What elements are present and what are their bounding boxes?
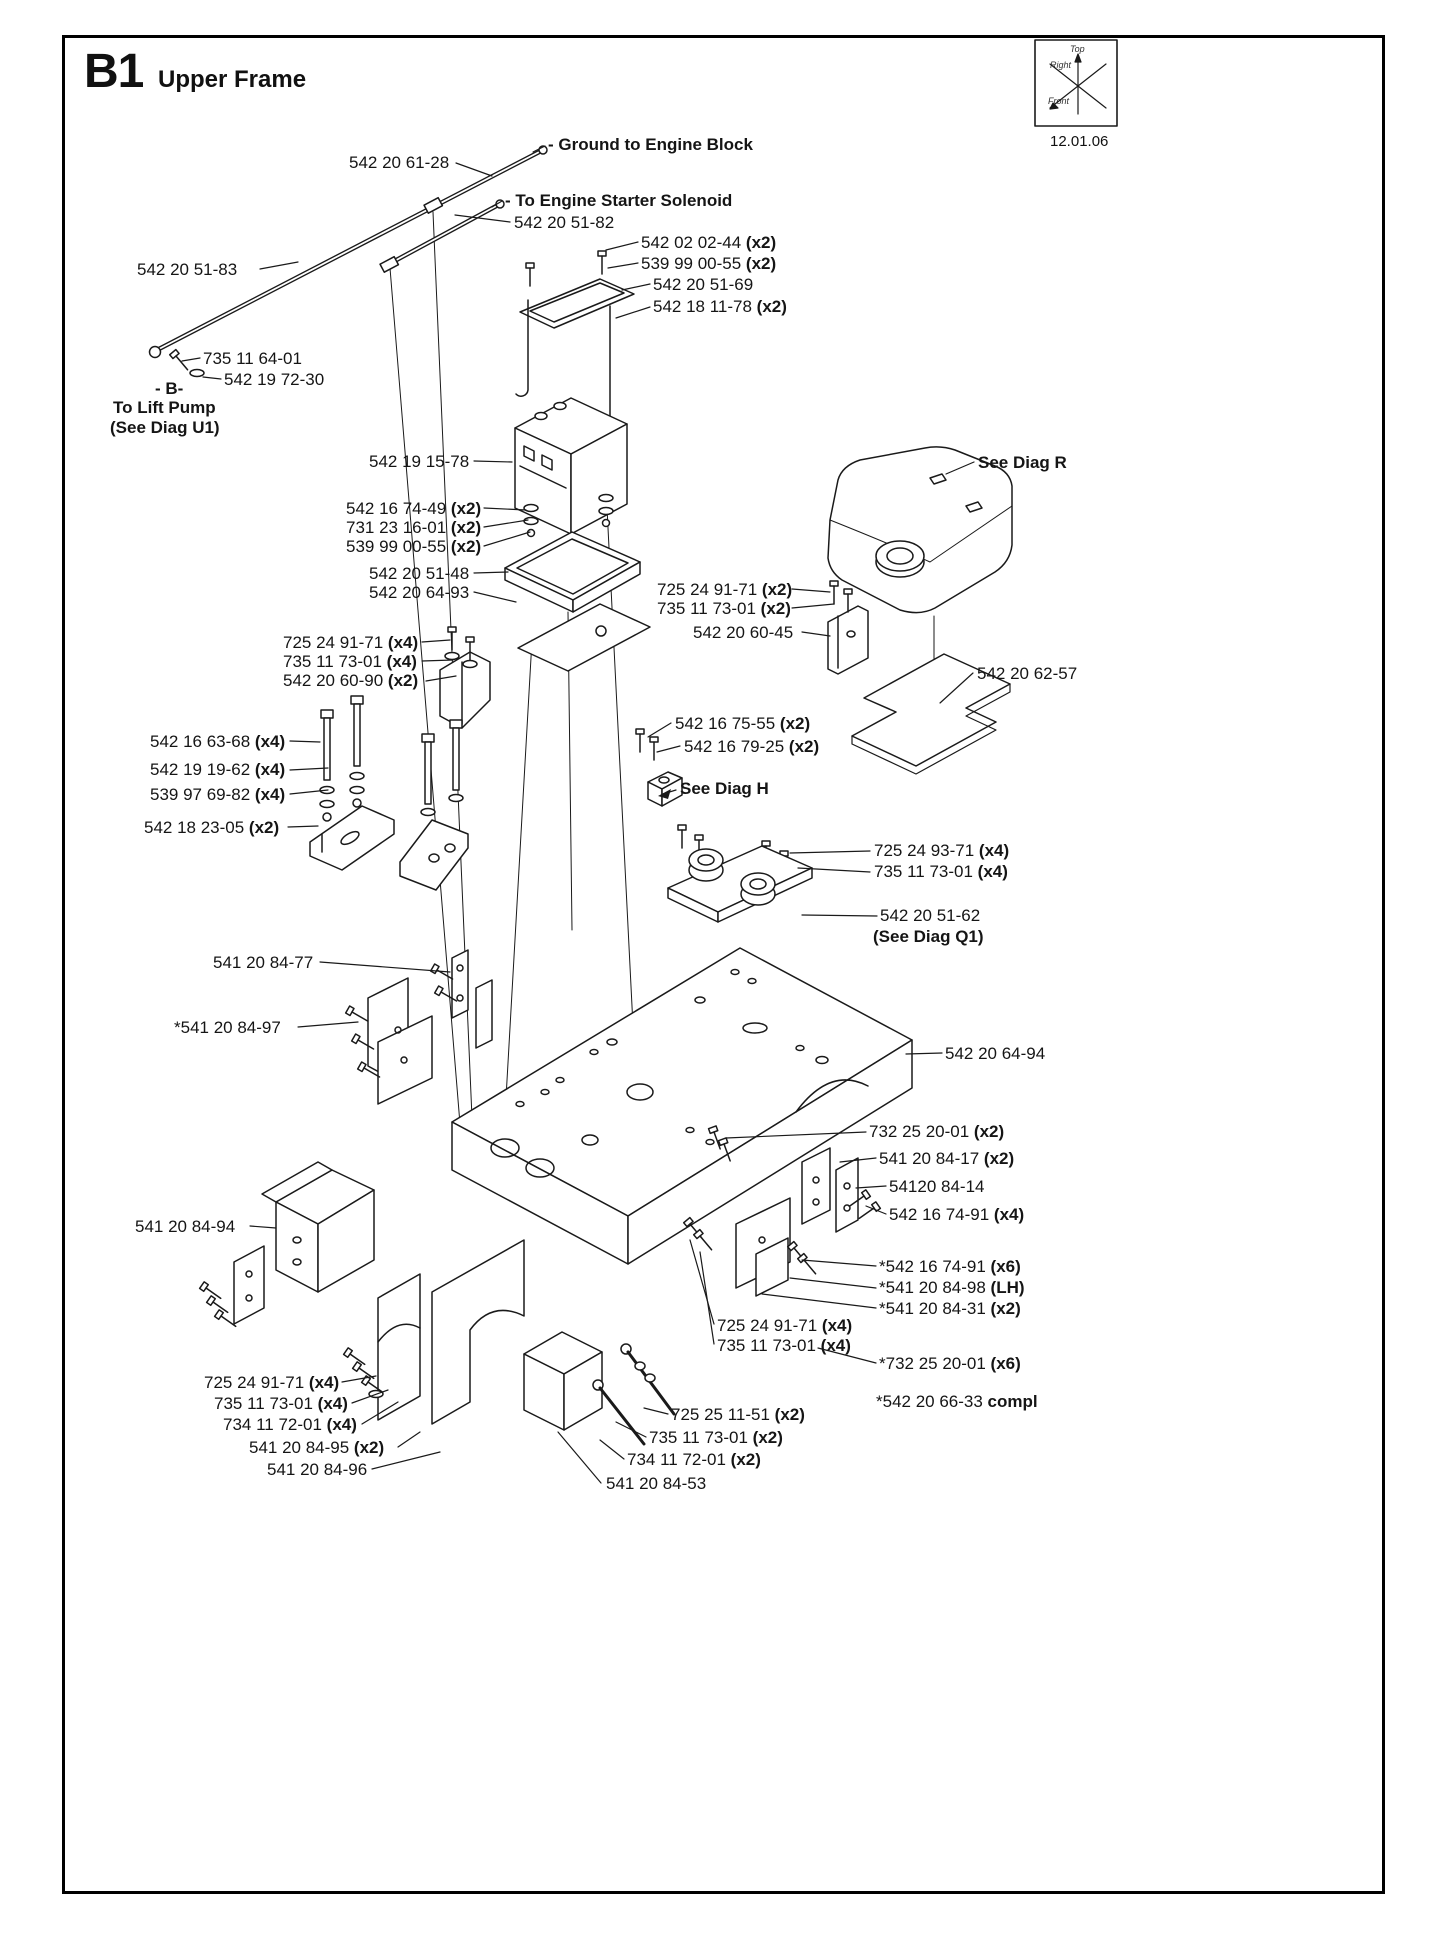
page-border xyxy=(62,35,1385,1894)
part-label: 735 11 73-01 (x4) xyxy=(874,862,1008,881)
bracket-97 xyxy=(344,977,433,1105)
part-label: - Ground to Engine Block xyxy=(548,135,753,154)
orientation-top-label: Top xyxy=(1070,44,1085,54)
orientation-right-label: Right xyxy=(1050,60,1072,70)
part-label: 542 16 75-55 (x2) xyxy=(675,714,811,733)
part-label: *542 16 74-91 (x6) xyxy=(879,1257,1021,1276)
part-label: 542 19 19-62 (x4) xyxy=(150,760,286,779)
battery-holddown-frame xyxy=(519,250,635,329)
part-label: 725 24 91-71 (x4) xyxy=(283,633,419,652)
part-label: *542 20 66-33 compl xyxy=(876,1392,1038,1411)
part-label: 541 20 84-96 xyxy=(267,1460,368,1479)
part-label: 735 11 73-01 (x4) xyxy=(214,1394,348,1413)
part-label: 542 20 62-57 xyxy=(977,664,1078,683)
part-label: 542 20 61-28 xyxy=(349,153,450,172)
floor-plate xyxy=(851,653,1011,775)
part-label: 542 16 79-25 (x2) xyxy=(684,737,820,756)
part-label: 735 11 64-01 xyxy=(203,349,302,368)
battery-tray xyxy=(504,531,641,613)
part-label: 735 11 73-01 (x2) xyxy=(657,599,791,618)
part-label: 542 20 64-94 xyxy=(945,1044,1046,1063)
orientation-icon xyxy=(1034,39,1118,127)
revision-date: 12.01.06 xyxy=(1050,133,1109,150)
page-title: Upper Frame xyxy=(158,66,307,93)
engine-mount xyxy=(667,824,813,923)
leader-lines xyxy=(181,145,975,1484)
main-frame xyxy=(451,947,913,1265)
part-label: 542 16 74-49 (x2) xyxy=(346,499,482,518)
part-label: (See Diag U1) xyxy=(110,418,220,437)
part-label: 542 20 51-48 xyxy=(369,564,470,583)
cable-fasteners xyxy=(168,348,205,378)
part-label: 541 20 84-53 xyxy=(606,1474,707,1493)
part-label: 725 25 11-51 (x2) xyxy=(671,1405,805,1424)
part-label: *541 20 84-31 (x2) xyxy=(879,1299,1021,1318)
part-label: - B- xyxy=(155,379,184,398)
part-label: 734 11 72-01 (x2) xyxy=(627,1450,761,1469)
part-label: 542 20 64-93 xyxy=(369,583,470,602)
fuel-tank xyxy=(827,446,1013,614)
part-label: 539 99 00-55 (x2) xyxy=(346,537,482,556)
part-label: 542 20 51-69 xyxy=(653,275,754,294)
frame-bolts xyxy=(319,695,464,822)
part-label: 735 11 73-01 (x4) xyxy=(717,1336,851,1355)
part-label: 542 18 11-78 (x2) xyxy=(653,297,787,316)
cable-clamp xyxy=(635,728,683,807)
part-label: 542 20 51-82 xyxy=(514,213,615,232)
part-label: 539 99 00-55 (x2) xyxy=(641,254,777,273)
part-label: To Lift Pump xyxy=(113,398,216,417)
support-bracket xyxy=(439,626,491,729)
mount-bolt-right xyxy=(592,1343,676,1446)
part-label: - To Engine Starter Solenoid xyxy=(505,191,733,210)
part-label: 731 23 16-01 (x2) xyxy=(346,518,482,537)
part-label: *732 25 20-01 (x6) xyxy=(879,1354,1021,1373)
part-label: 732 25 20-01 (x2) xyxy=(869,1122,1005,1141)
part-label: See Diag H xyxy=(680,779,769,798)
battery-cables xyxy=(148,145,548,359)
part-label: 725 24 91-71 (x4) xyxy=(717,1316,853,1335)
part-label: 734 11 72-01 (x4) xyxy=(223,1415,357,1434)
part-label: See Diag R xyxy=(978,453,1067,472)
part-label: 735 11 73-01 (x4) xyxy=(283,652,417,671)
part-label: *541 20 84-98 (LH) xyxy=(879,1278,1025,1297)
part-label: 539 97 69-82 (x4) xyxy=(150,785,286,804)
part-label: 725 24 93-71 (x4) xyxy=(874,841,1010,860)
part-label: 542 20 51-83 xyxy=(137,260,238,279)
part-label: 542 20 51-62 xyxy=(880,906,981,925)
part-label: 541 20 84-95 (x2) xyxy=(249,1438,385,1457)
part-label: 542 16 63-68 (x4) xyxy=(150,732,286,751)
part-label: 725 24 91-71 (x4) xyxy=(204,1373,340,1392)
rh-brackets xyxy=(682,1197,820,1297)
angle-bracket-left xyxy=(309,805,395,871)
part-label: 542 18 23-05 (x2) xyxy=(144,818,280,837)
right-plates xyxy=(801,1147,882,1233)
see-diag-h-arrow xyxy=(658,789,671,799)
part-label: 735 11 73-01 (x2) xyxy=(649,1428,783,1447)
part-label: 542 02 02-44 (x2) xyxy=(641,233,777,252)
angle-bracket-right xyxy=(399,819,469,891)
diagram-code: B1 xyxy=(84,45,144,98)
tray-plate xyxy=(517,603,651,672)
left-box xyxy=(261,1161,375,1293)
part-label: 542 20 60-45 xyxy=(693,623,794,642)
bracket-plate-77 xyxy=(429,949,493,1049)
part-label: 54120 84-14 xyxy=(889,1177,985,1196)
part-label: 725 24 91-71 (x2) xyxy=(657,580,793,599)
part-label: *541 20 84-97 xyxy=(174,1018,281,1037)
tank-bracket xyxy=(827,580,869,675)
part-label: 542 20 60-90 (x2) xyxy=(283,671,419,690)
left-panels xyxy=(198,1245,265,1331)
part-label: 541 20 84-77 xyxy=(213,953,314,972)
part-label: 541 20 84-94 xyxy=(135,1217,236,1236)
small-box xyxy=(523,1331,603,1431)
part-label: 541 20 84-17 (x2) xyxy=(879,1149,1015,1168)
battery-washer-stacks xyxy=(523,493,614,538)
part-label: 542 19 15-78 xyxy=(369,452,470,471)
part-label: 542 16 74-91 (x4) xyxy=(889,1205,1025,1224)
part-label: (See Diag Q1) xyxy=(873,927,984,946)
part-label: 542 19 72-30 xyxy=(224,370,325,389)
battery xyxy=(514,397,628,535)
mid-plates xyxy=(342,1239,525,1425)
